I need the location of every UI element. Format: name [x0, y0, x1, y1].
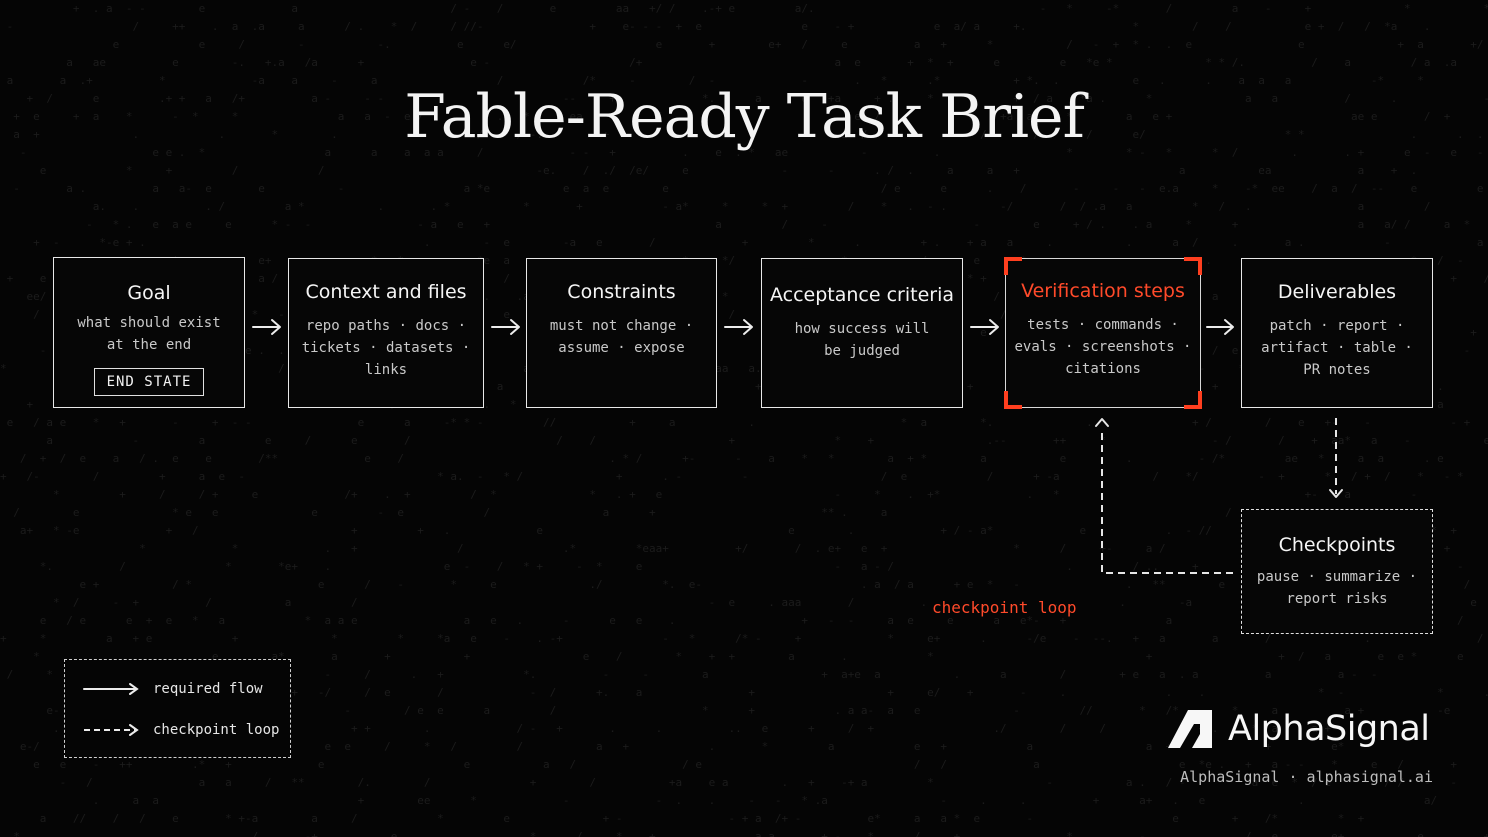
brand-name: AlphaSignal — [1228, 709, 1430, 749]
verification-frame-top — [1019, 258, 1187, 259]
checkpoints-description: pause · summarize · report risks — [1256, 569, 1418, 607]
checkpoints-box: Checkpoints pause · summarize · report r… — [1241, 509, 1433, 634]
step-context-heading: Context and files — [305, 281, 467, 303]
step-acceptance-heading: Acceptance criteria — [769, 284, 955, 306]
step-verification-steps: Verification steps tests · commands · ev… — [1004, 257, 1202, 409]
dashed-checkpoint-loop — [1101, 428, 1233, 574]
arrowhead-loop-to-verification — [1095, 418, 1109, 427]
legend-checkpoint-loop: checkpoint loop — [83, 720, 279, 740]
verification-frame-left — [1005, 272, 1006, 394]
step-verification-description: tests · commands · evals · screenshots ·… — [1014, 317, 1192, 377]
step-acceptance-description: how success will be judged — [794, 321, 930, 359]
step-deliverables: Deliverables patch · report · artifact ·… — [1241, 258, 1433, 408]
highlight-corner-top-right — [1184, 257, 1202, 275]
legend-required-flow-label: required flow — [153, 681, 263, 697]
step-constraints: Constraints must not change · assume · e… — [526, 258, 717, 408]
solid-arrow-icon — [83, 683, 139, 695]
page-title: Fable-Ready Task Brief — [404, 82, 1085, 152]
verification-frame-right — [1200, 272, 1201, 394]
arrow-context-to-constraints — [491, 319, 520, 335]
step-verification-heading: Verification steps — [1021, 280, 1185, 302]
step-constraints-description: must not change · assume · expose — [549, 318, 694, 356]
checkpoint-loop-label: checkpoint loop — [932, 598, 1077, 617]
legend-required-flow: required flow — [83, 679, 263, 699]
step-acceptance-criteria: Acceptance criteria how success will be … — [761, 258, 963, 408]
step-context-description: repo paths · docs · tickets · datasets ·… — [301, 318, 471, 378]
arrow-acceptance-to-verification — [970, 319, 999, 335]
highlight-corner-bottom-left — [1004, 391, 1022, 409]
highlight-corner-bottom-right — [1184, 391, 1202, 409]
arrow-verification-to-deliverables — [1206, 319, 1234, 335]
arrowhead-to-checkpoints — [1329, 489, 1343, 498]
step-context-and-files: Context and files repo paths · docs · ti… — [288, 258, 484, 408]
legend-checkpoint-loop-label: checkpoint loop — [153, 722, 280, 738]
arrow-goal-to-context — [252, 319, 281, 335]
end-state-badge: END STATE — [93, 368, 205, 396]
step-deliverables-heading: Deliverables — [1277, 281, 1397, 303]
checkpoints-heading: Checkpoints — [1278, 534, 1396, 556]
highlight-corner-top-left — [1004, 257, 1022, 275]
step-goal-heading: Goal — [127, 282, 171, 304]
step-goal: Goal what should exist at the end END ST… — [53, 257, 245, 408]
step-constraints-heading: Constraints — [567, 281, 676, 303]
step-goal-description: what should exist at the end — [77, 315, 221, 353]
verification-frame-bottom — [1019, 407, 1187, 408]
brand-subline: AlphaSignal · alphasignal.ai — [1180, 768, 1433, 786]
legend: required flow checkpoint loop — [64, 659, 291, 758]
arrow-constraints-to-acceptance — [724, 319, 753, 335]
brand-logo: AlphaSignal — [1166, 708, 1430, 750]
dashed-arrow-icon — [84, 724, 139, 736]
alphasignal-logo-icon — [1168, 710, 1212, 748]
step-deliverables-description: patch · report · artifact · table · PR n… — [1261, 318, 1413, 378]
